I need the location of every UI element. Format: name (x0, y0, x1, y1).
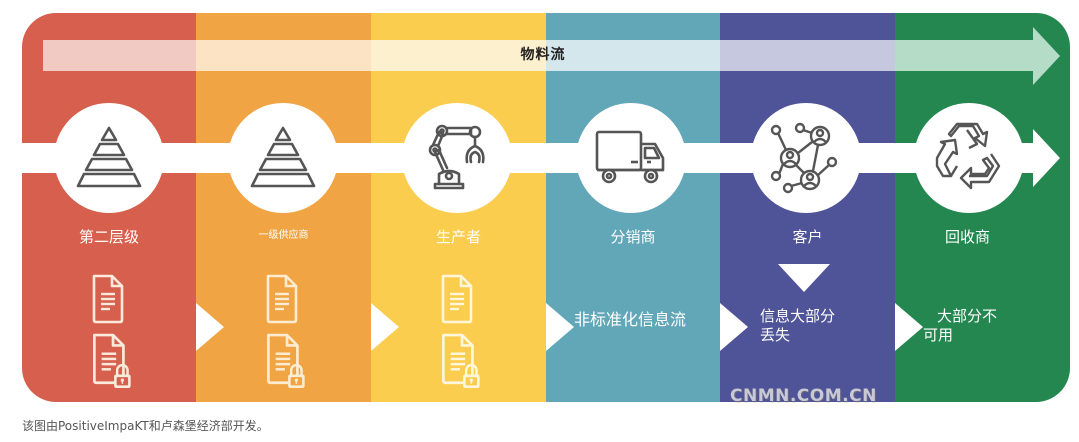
stage-icon-circle (228, 103, 338, 213)
document-icon (266, 274, 298, 324)
arrow-right-icon (1033, 27, 1060, 85)
caption: 该图由PositiveImpaKT和卢森堡经济部开发。 (22, 419, 269, 433)
stage-label-tier2: 第二层级 (78, 228, 139, 246)
stage-label-producer: 生产者 (435, 228, 481, 246)
stage-label-distributor: 分销商 (610, 228, 656, 246)
stage-label-tier1-supplier: 一级供应商 (258, 230, 309, 241)
flow-triangle-icon (546, 303, 574, 351)
material-flow-arrow: 物料流 (43, 40, 1033, 71)
process-band (22, 143, 1034, 173)
info-line: 丢失 (760, 326, 791, 344)
recycle-icon (935, 122, 1001, 190)
material-flow-label: 物料流 (520, 47, 566, 63)
stage-icon-circle (402, 103, 512, 213)
stage-label-customer: 客户 (792, 228, 823, 246)
info-text-customer: 信息大部分 丢失 (760, 307, 835, 345)
truck-icon (595, 130, 665, 184)
stage-icon-circle (54, 103, 164, 213)
locked-document-icon (442, 333, 481, 389)
watermark: CNMN.COM.CN (730, 386, 877, 406)
info-line: 可用 (923, 326, 954, 344)
locked-document-icon (267, 333, 306, 389)
flow-triangle-icon (895, 303, 923, 351)
robot-arm-icon (428, 124, 485, 190)
document-icon (441, 274, 473, 324)
flow-triangle-icon (196, 303, 224, 351)
info-text-distributor: 非标准化信息流 (574, 310, 687, 329)
info-line: 信息大部分 (760, 307, 836, 325)
stage-icon-circle (576, 103, 686, 213)
document-icon (92, 274, 124, 324)
down-triangle-icon (778, 264, 830, 292)
pyramid-icon (76, 126, 142, 188)
arrow-right-icon (1033, 129, 1060, 187)
stage-label-recycler: 回收商 (944, 228, 990, 246)
pyramid-icon (250, 126, 316, 188)
flow-triangle-icon (371, 303, 399, 351)
locked-document-icon (93, 333, 132, 389)
info-text-recycler: 大部分不 可用 (923, 307, 997, 345)
flow-triangle-icon (720, 303, 748, 351)
stage-icon-circle (751, 103, 861, 213)
stage-icon-circle (914, 103, 1024, 213)
info-line: 大部分不 (937, 307, 998, 325)
network-people-icon (770, 122, 838, 194)
